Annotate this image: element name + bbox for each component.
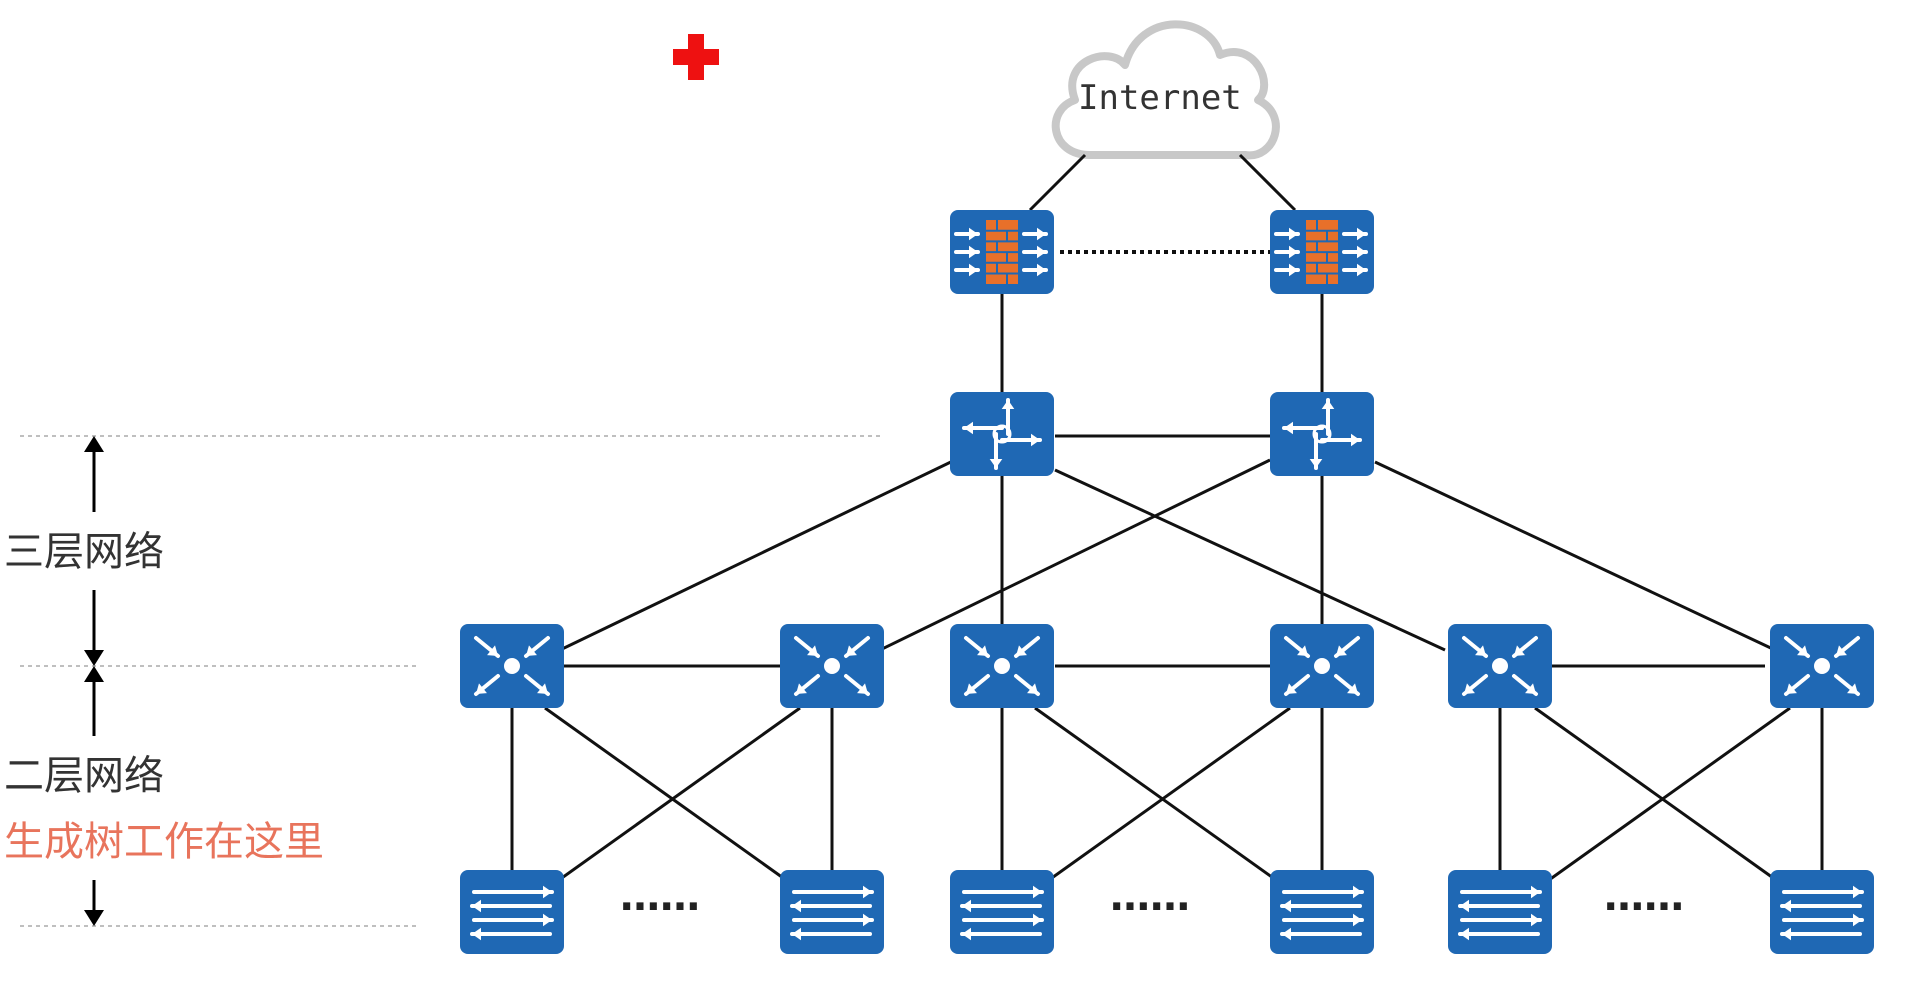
aggregation-switch-icon [780, 624, 884, 708]
internet-cloud-icon [1051, 20, 1280, 160]
core-router-icon [1270, 392, 1374, 476]
access-switch-icon [1270, 870, 1374, 954]
ellipsis-group-1: …… [620, 874, 700, 920]
aggregation-switch-icon [950, 624, 1054, 708]
access-switch-icon [1448, 870, 1552, 954]
stp-note-label: 生成树工作在这里 [4, 819, 324, 865]
devices [460, 210, 1874, 954]
aggregation-switch-icon [1770, 624, 1874, 708]
access-switch-icon [950, 870, 1054, 954]
access-switch-icon [780, 870, 884, 954]
firewall-icon [1270, 210, 1374, 294]
layer2-arrow [84, 666, 104, 926]
access-switch-icon [1770, 870, 1874, 954]
layer3-arrow [84, 436, 104, 666]
layer2-label: 二层网络 [4, 753, 164, 799]
internet-label: Internet [1078, 78, 1242, 118]
aggregation-switch-icon [1270, 624, 1374, 708]
ellipsis-group-3: …… [1604, 874, 1684, 920]
aggregation-switch-icon [460, 624, 564, 708]
red-cross-icon [673, 34, 719, 80]
layer3-label: 三层网络 [4, 529, 164, 575]
core-router-icon [950, 392, 1054, 476]
access-switch-icon [460, 870, 564, 954]
firewall-icon [950, 210, 1054, 294]
network-links [510, 153, 1824, 892]
aggregation-switch-icon [1448, 624, 1552, 708]
ellipsis-group-2: …… [1110, 874, 1190, 920]
